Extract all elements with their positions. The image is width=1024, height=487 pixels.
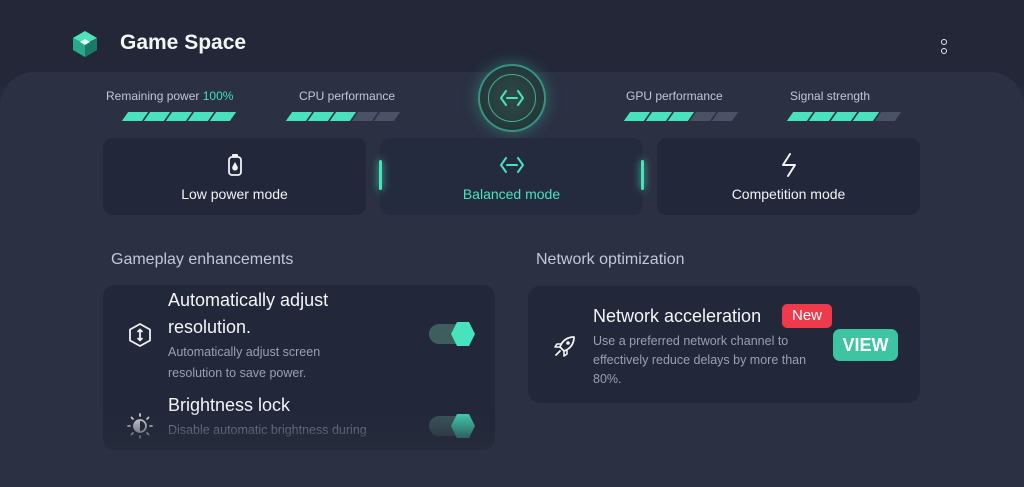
more-vertical-icon xyxy=(941,47,947,54)
brightness-lock-toggle[interactable] xyxy=(429,414,475,438)
mode-dial-ring xyxy=(488,74,536,122)
remaining-power-meter xyxy=(121,112,237,124)
resolution-icon xyxy=(129,323,151,347)
toggle-knob xyxy=(451,414,475,438)
auto-resolution-desc-line1: Automatically adjust screen xyxy=(168,345,321,359)
brightness-lock-title: Brightness lock xyxy=(168,395,291,415)
balanced-mode-card[interactable]: Balanced mode xyxy=(379,138,644,215)
auto-resolution-toggle[interactable] xyxy=(429,322,475,346)
low-power-mode-card[interactable]: Low power mode xyxy=(103,138,366,215)
brightness-lock-desc: Disable automatic brightness during xyxy=(168,423,367,437)
mode-dial[interactable] xyxy=(478,64,546,132)
meter-segment xyxy=(373,112,401,121)
auto-resolution-title-line1: Automatically adjust xyxy=(168,290,329,310)
balanced-arrows-icon xyxy=(500,90,524,106)
signal-strength-meter xyxy=(786,112,902,124)
network-section-title: Network optimization xyxy=(536,251,685,268)
signal-strength-label: Signal strength xyxy=(790,89,871,103)
app-title: Game Space xyxy=(120,31,247,54)
auto-resolution-desc-line2: resolution to save power. xyxy=(168,366,307,380)
network-acceleration-card[interactable]: Network acceleration Use a preferred net… xyxy=(528,286,920,403)
competition-mode-label: Competition mode xyxy=(731,186,846,202)
network-acceleration-desc-line2: effectively reduce delays by more than xyxy=(593,353,807,367)
gameplay-section-title: Gameplay enhancements xyxy=(111,251,294,268)
more-options-button[interactable] xyxy=(930,33,958,59)
network-acceleration-desc-line1: Use a preferred network channel to xyxy=(593,334,789,348)
meter-segment xyxy=(874,112,902,121)
game-space-logo-icon xyxy=(73,31,97,57)
remaining-power-value: 100% xyxy=(202,89,234,103)
meter-segment xyxy=(209,112,237,121)
low-power-mode-label: Low power mode xyxy=(181,186,288,202)
view-button[interactable]: VIEW xyxy=(833,329,898,361)
auto-resolution-title-line2: resolution. xyxy=(168,317,252,337)
remaining-power-label: Remaining power xyxy=(106,89,200,103)
toggle-knob xyxy=(451,322,475,346)
competition-mode-card[interactable]: Competition mode xyxy=(657,138,920,215)
cpu-performance-meter xyxy=(285,112,401,124)
battery-drop-icon xyxy=(227,154,242,176)
more-vertical-icon xyxy=(941,38,947,45)
gpu-performance-meter xyxy=(623,112,739,124)
network-acceleration-desc-line3: 80%. xyxy=(593,372,622,386)
balanced-arrows-icon xyxy=(499,157,524,173)
new-badge: New xyxy=(782,304,833,328)
balanced-mode-label: Balanced mode xyxy=(462,186,561,202)
meter-segment xyxy=(711,112,739,121)
remaining-power-stat: Remaining power 100% xyxy=(106,89,233,103)
rocket-icon xyxy=(554,336,575,357)
gameplay-enhancements-list: Automatically adjust resolution. Automat… xyxy=(103,285,495,450)
lightning-icon xyxy=(781,153,796,177)
cpu-performance-label: CPU performance xyxy=(299,89,396,103)
gpu-performance-label: GPU performance xyxy=(626,89,723,103)
network-acceleration-title: Network acceleration xyxy=(593,306,762,326)
brightness-icon xyxy=(127,413,153,439)
